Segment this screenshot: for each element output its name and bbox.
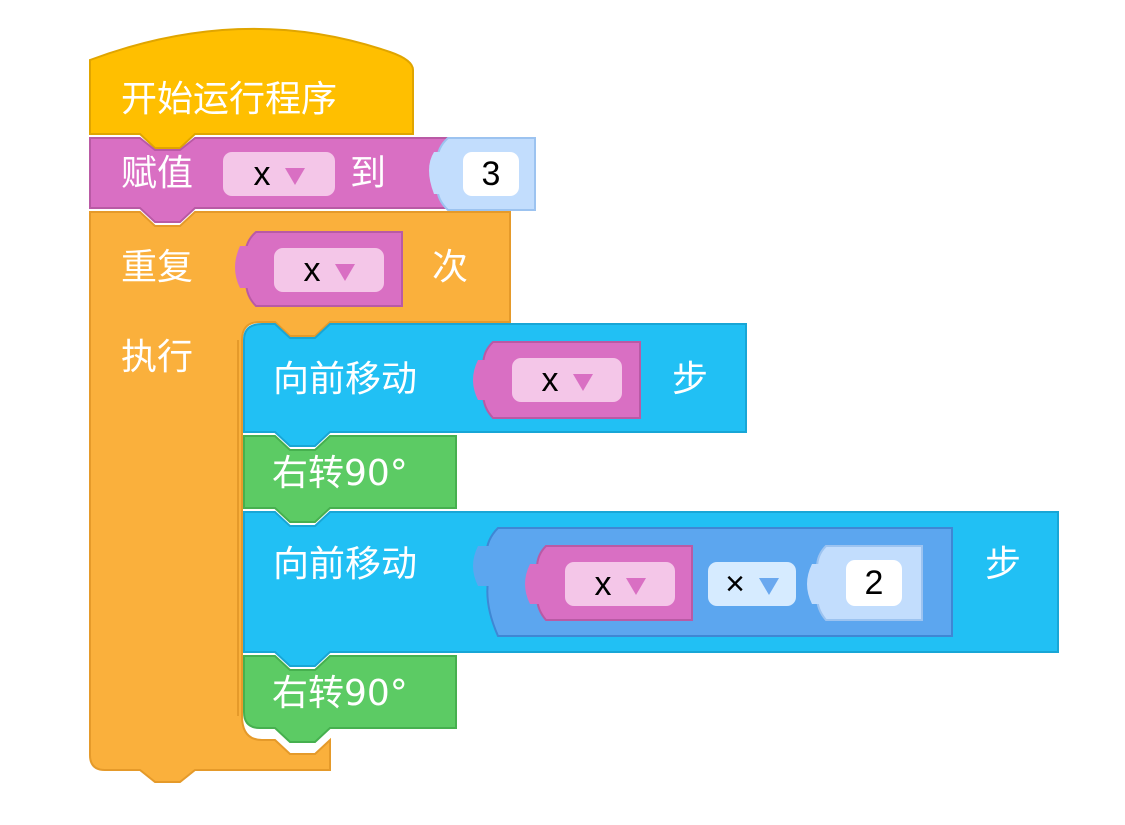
repeat-times-variable-name: x [303,251,321,289]
math-var-tab [525,564,542,604]
repeat-times-variable-dropdown[interactable]: x [274,248,384,292]
set-block-label: 赋值 [121,153,194,194]
math-operand-input[interactable]: 2 [846,560,902,606]
dropdown-arrow-icon [334,263,355,281]
dropdown-arrow-icon [758,577,779,595]
operand-socket-tab [807,564,824,604]
turn-2-label: 右转90° [272,673,408,714]
repeat-do-label: 执行 [121,337,194,378]
move-1-unit-label: 步 [672,359,709,400]
set-variable-dropdown[interactable]: x [223,152,335,196]
math-operator-dropdown[interactable]: × [708,562,796,606]
start-block-label: 开始运行程序 [121,79,338,120]
dropdown-arrow-icon [284,167,305,185]
turn-1-label: 右转90° [272,453,408,494]
move-2-variable-dropdown[interactable]: x [565,562,675,606]
repeat-times-label: 次 [432,247,469,288]
set-variable-name: x [253,155,271,193]
turn-block-2-shape[interactable] [243,655,457,743]
math-operand-text: 2 [864,564,884,602]
set-value-text: 3 [481,155,501,193]
dropdown-arrow-icon [625,577,646,595]
move-1-variable-dropdown[interactable]: x [512,358,622,402]
move-1-var-tab [473,360,490,400]
set-to-label: 到 [350,153,387,194]
dropdown-arrow-icon [572,373,593,391]
move-2-unit-label: 步 [985,544,1022,585]
move-2-label: 向前移动 [273,544,418,585]
socket-tab [429,152,444,194]
math-operator-text: × [725,565,745,603]
repeat-block-shape[interactable] [89,211,511,783]
set-value-input[interactable]: 3 [463,152,519,196]
move-1-variable-name: x [541,361,559,399]
move-2-variable-name: x [594,565,612,603]
start-block-shape[interactable] [89,27,414,149]
repeat-var-tab [235,246,252,288]
repeat-block-label: 重复 [121,247,194,288]
move-1-label: 向前移动 [273,359,418,400]
turn-block-1-shape[interactable] [243,435,457,523]
math-block-tab [473,546,492,586]
